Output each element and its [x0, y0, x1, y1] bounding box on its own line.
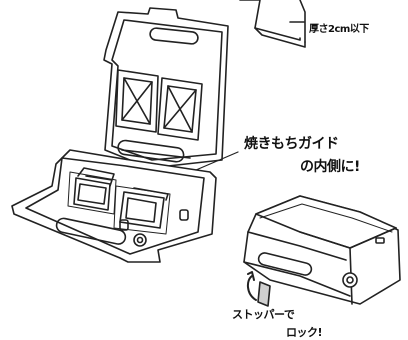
closed-maker — [243, 195, 401, 307]
open-maker-lid — [103, 7, 229, 171]
guide-leader-line — [195, 151, 239, 171]
stopper-label-line1: ストッパーで — [232, 308, 295, 321]
guide-label-line1: 焼きもちガイド — [244, 136, 339, 152]
open-maker-base — [11, 149, 217, 263]
guide-label-line2: の内側に! — [300, 159, 360, 175]
thickness-note: 厚さ2cm以下 — [309, 24, 369, 35]
thickness-block — [239, 0, 306, 48]
stopper-label-line2: ロック! — [286, 326, 323, 339]
